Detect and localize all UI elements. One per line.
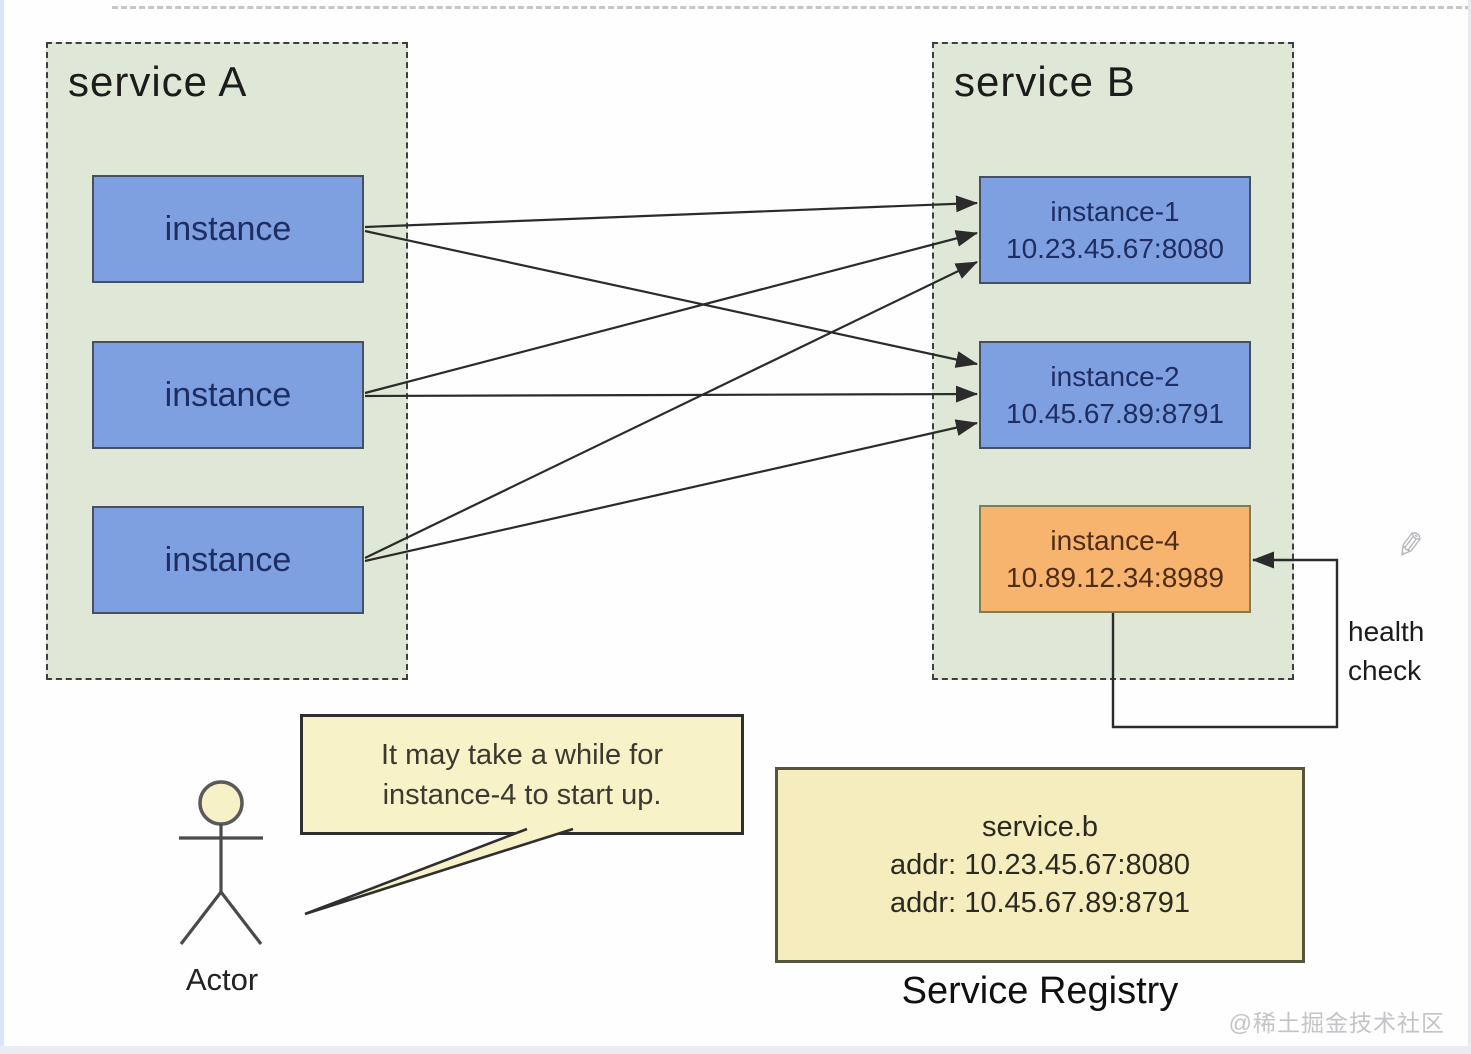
actor-figure [179, 780, 263, 945]
request-arrows [364, 195, 978, 563]
instance-label: instance [164, 209, 292, 248]
top-dashed-line [112, 6, 1471, 9]
registry-address-1: addr: 10.23.45.67:8080 [890, 849, 1190, 881]
instance-label: instance [164, 540, 292, 579]
service-registry-caption: Service Registry [901, 970, 1179, 1012]
arrow-a1-b1 [364, 195, 978, 229]
registry-service-name: service.b [981, 811, 1099, 843]
service-b-instance-1: instance-1 10.23.45.67:8080 [979, 176, 1251, 284]
service-b-instance-2: instance-2 10.45.67.89:8791 [979, 341, 1251, 449]
bottom-edge-artifact [0, 1046, 1471, 1054]
watermark: @稀土掘金技术社区 [1228, 1010, 1445, 1036]
service-a-title: service A [68, 58, 248, 105]
instance-addr: 10.89.12.34:8989 [1006, 562, 1224, 593]
service-registry-box: service.b addr: 10.23.45.67:8080 addr: 1… [775, 767, 1305, 963]
registry-address-2: addr: 10.45.67.89:8791 [890, 887, 1190, 919]
actor-leg-left [179, 891, 223, 945]
instance-addr: 10.23.45.67:8080 [1006, 233, 1224, 264]
arrow-a2-b1 [364, 230, 978, 395]
instance-name: instance-2 [1050, 361, 1180, 392]
instance-name: instance-4 [1050, 525, 1180, 556]
instance-addr: 10.45.67.89:8791 [1006, 398, 1224, 429]
speech-line-1: It may take a while for [380, 738, 664, 771]
left-edge-artifact [0, 0, 4, 1054]
service-b-title: service B [954, 58, 1136, 105]
health-check-label: health check [1348, 616, 1425, 686]
actor-label: Actor [185, 962, 259, 997]
speech-bubble: It may take a while for instance-4 to st… [300, 714, 744, 835]
speech-line-2: instance-4 to start up. [382, 778, 662, 811]
arrow-a3-b2 [364, 419, 978, 563]
arrow-a2-b2 [364, 385, 978, 403]
arrow-a3-b1 [364, 261, 978, 559]
service-a-instance-3: instance [92, 506, 364, 614]
arrow-a1-b2 [364, 229, 978, 368]
service-b-instance-4: instance-4 10.89.12.34:8989 [979, 505, 1251, 613]
actor-leg-right [219, 891, 263, 945]
service-a-instance-1: instance [92, 175, 364, 283]
instance-name: instance-1 [1050, 196, 1180, 227]
pencil-icon: ✎ [1393, 525, 1428, 567]
right-edge-artifact [1468, 0, 1471, 1054]
service-a-instance-2: instance [92, 341, 364, 449]
speech-bubble-tail [304, 827, 574, 916]
instance-label: instance [164, 375, 292, 414]
actor-head [198, 780, 244, 826]
